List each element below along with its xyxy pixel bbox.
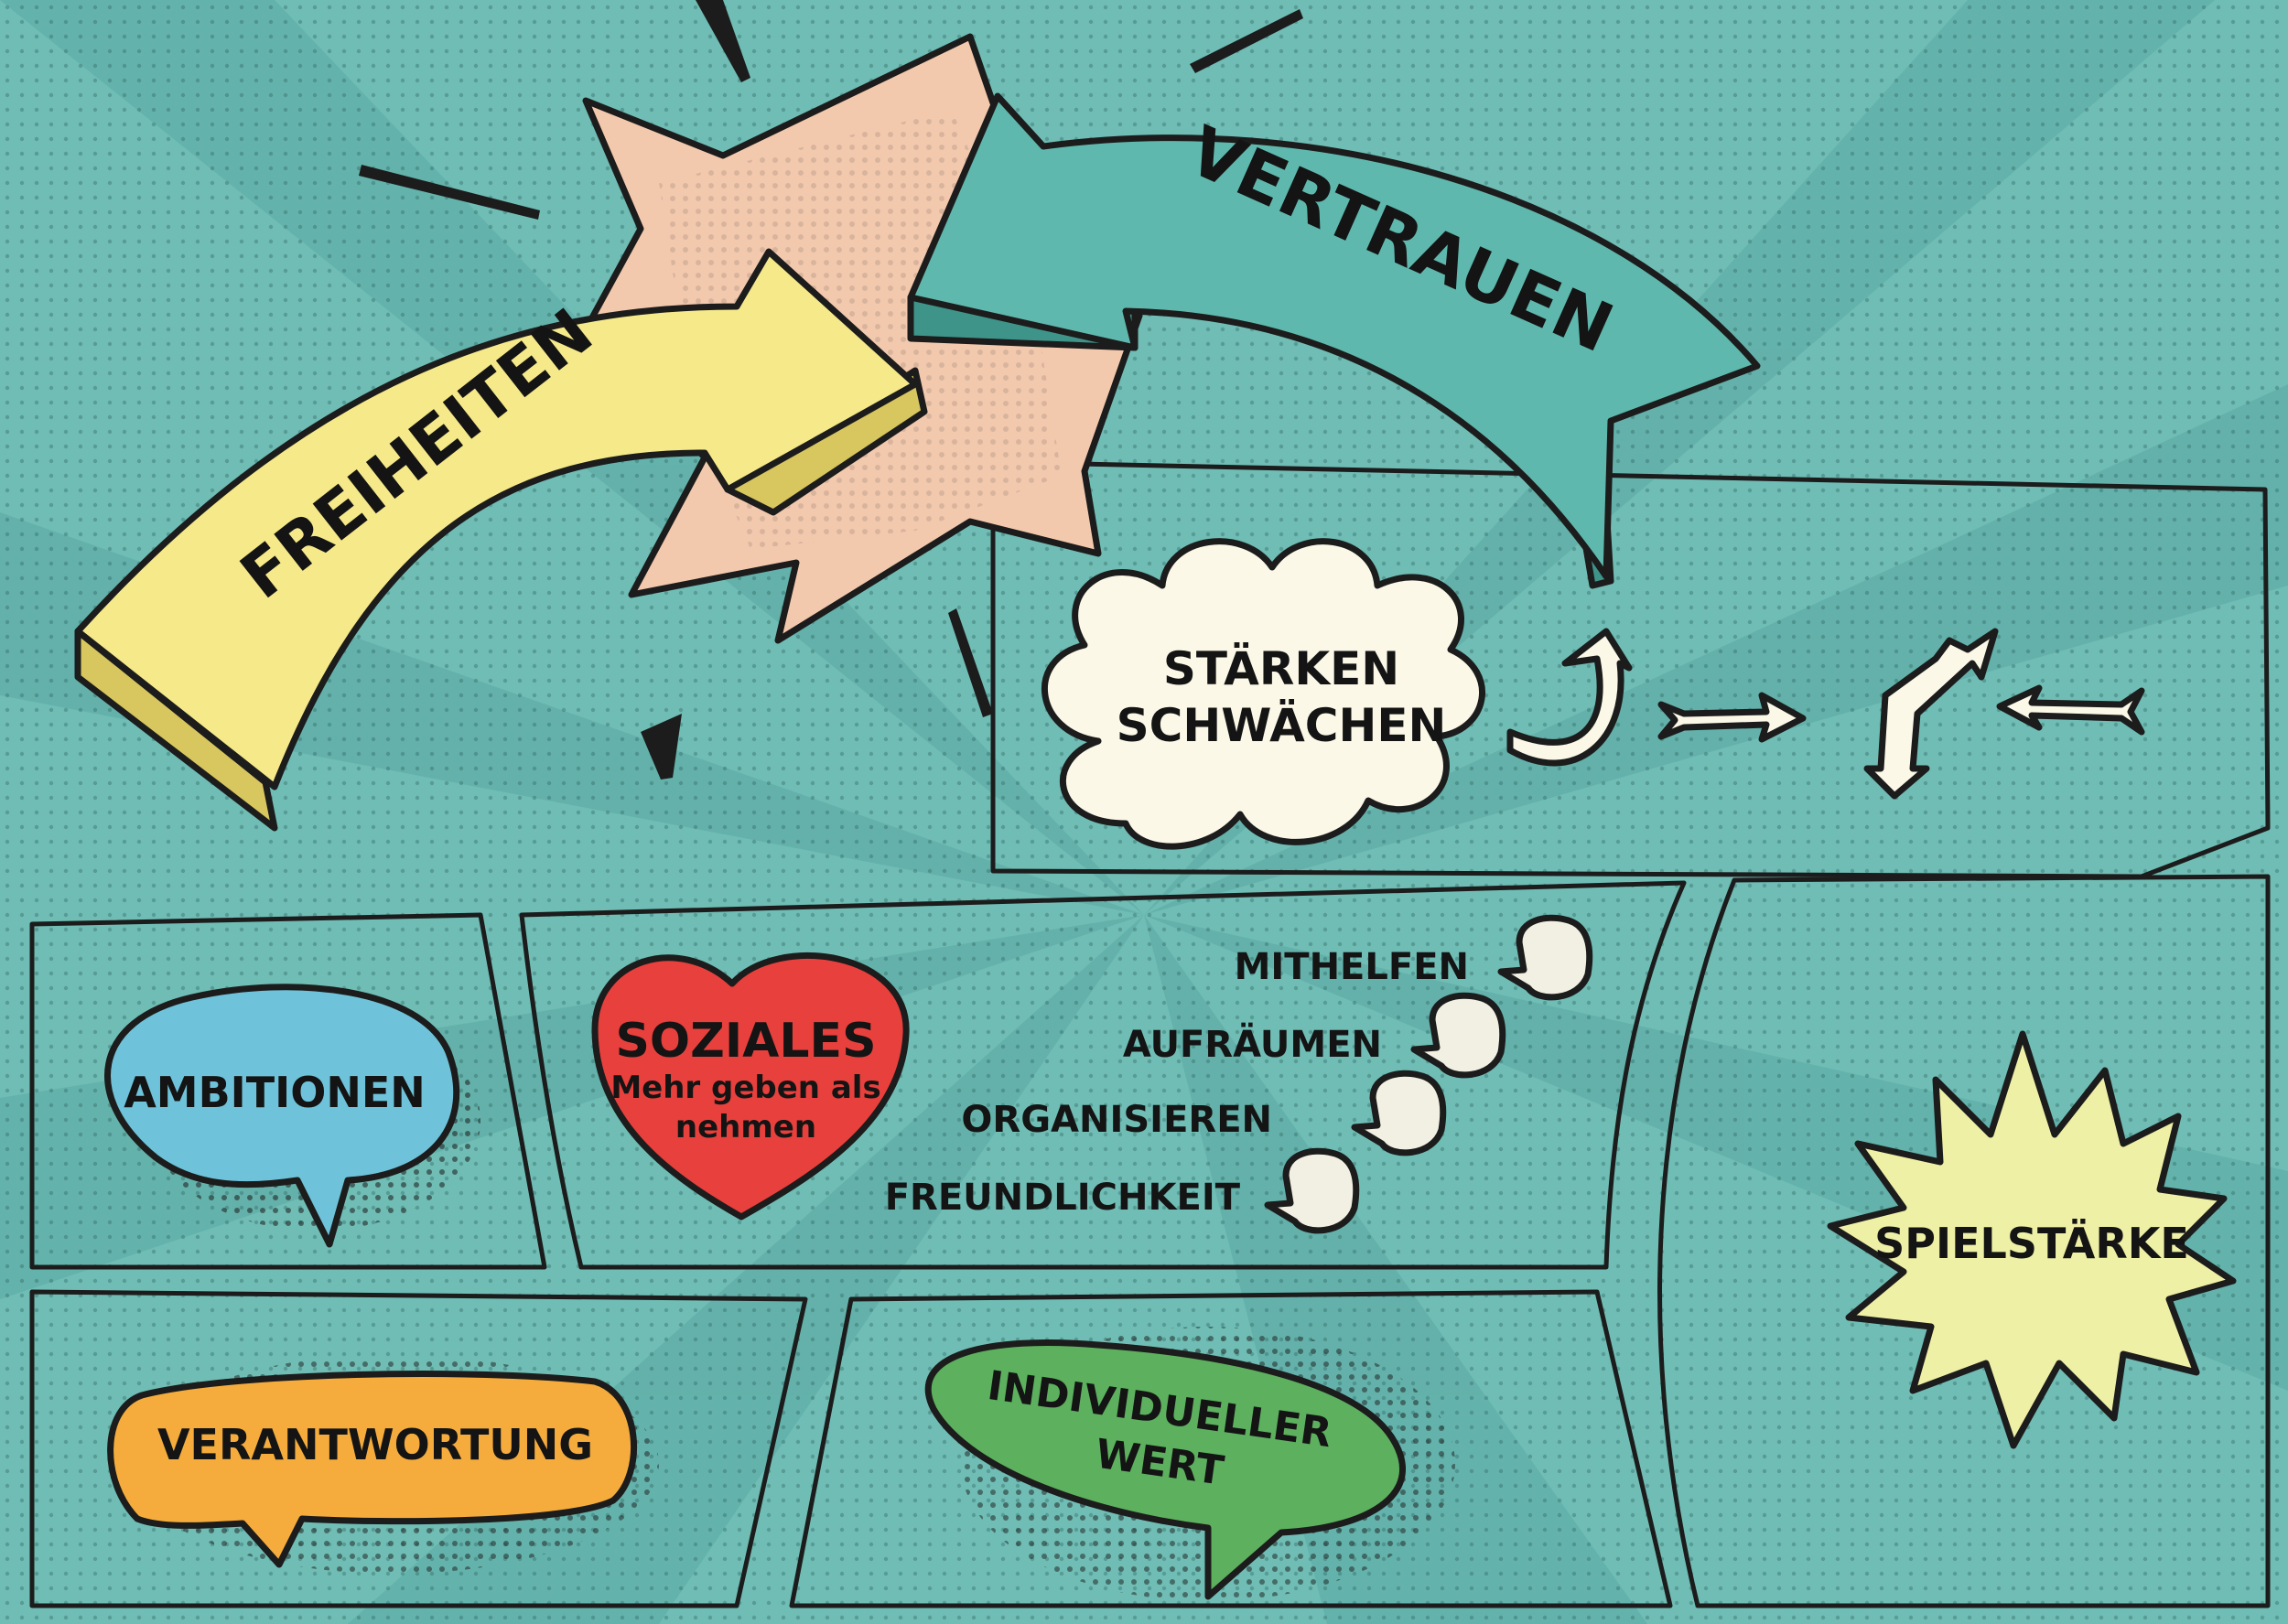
panel-verantwortung bbox=[29, 1289, 808, 1608]
social-list: MITHELFEN AUFRÄUMEN ORGANISIEREN FREUNDL… bbox=[885, 914, 1593, 1234]
ambitionen-label: AMBITIONEN bbox=[124, 1068, 426, 1117]
list-item-aufraeumen: AUFRÄUMEN bbox=[1123, 992, 1506, 1079]
panel-staerken bbox=[990, 459, 2271, 879]
staerken-cloud: STÄRKEN SCHWÄCHEN bbox=[1041, 538, 1485, 850]
list-item-mithelfen: MITHELFEN bbox=[1235, 914, 1593, 1001]
list-item-freundlichkeit: FREUNDLICHKEIT bbox=[885, 1147, 1360, 1234]
soziales-line1: Mehr geben als bbox=[610, 1070, 880, 1106]
soziales-heart: SOZIALES Mehr geben als nehmen bbox=[591, 952, 910, 1221]
speech-bubble-icon bbox=[1351, 1070, 1447, 1156]
verantwortung-bubble: VERANTWORTUNG bbox=[107, 1354, 659, 1574]
spielstaerke-burst: SPIELSTÄRKE bbox=[1827, 1030, 2237, 1449]
left-arrow-icon bbox=[1996, 684, 2145, 736]
spielstaerke-label: SPIELSTÄRKE bbox=[1874, 1219, 2189, 1268]
panel-soziales bbox=[519, 880, 1687, 1270]
comic-panels bbox=[29, 459, 2271, 1608]
panel-individueller bbox=[789, 1289, 1673, 1608]
cloud-line2: SCHWÄCHEN bbox=[1117, 699, 1447, 752]
panel-spielstaerke bbox=[1657, 874, 2271, 1608]
soziales-line2: nehmen bbox=[675, 1109, 816, 1145]
curved-arrow-icon bbox=[1506, 628, 1633, 767]
speech-bubble-icon bbox=[1264, 1147, 1360, 1234]
accent-strokes bbox=[359, 0, 1303, 780]
verantwortung-label: VERANTWORTUNG bbox=[157, 1420, 593, 1469]
panel-ambitionen bbox=[29, 912, 547, 1270]
list-item-organisieren: ORGANISIEREN bbox=[961, 1070, 1447, 1156]
individueller-bubble: INDIVIDUELLER WERT bbox=[924, 1327, 1455, 1601]
right-arrow-icon bbox=[1657, 692, 1807, 743]
soziales-title: SOZIALES bbox=[615, 1014, 876, 1069]
list-item-label: MITHELFEN bbox=[1235, 946, 1469, 988]
ambitionen-bubble: AMBITIONEN bbox=[104, 984, 480, 1248]
list-item-label: AUFRÄUMEN bbox=[1123, 1022, 1382, 1066]
zigzag-arrow-icon bbox=[1863, 628, 1999, 800]
cloud-line1: STÄRKEN bbox=[1163, 642, 1399, 695]
speech-bubble-icon bbox=[1410, 992, 1506, 1079]
list-item-label: FREUNDLICHKEIT bbox=[885, 1177, 1241, 1219]
list-item-label: ORGANISIEREN bbox=[961, 1099, 1272, 1141]
speech-bubble-icon bbox=[1497, 914, 1593, 1001]
